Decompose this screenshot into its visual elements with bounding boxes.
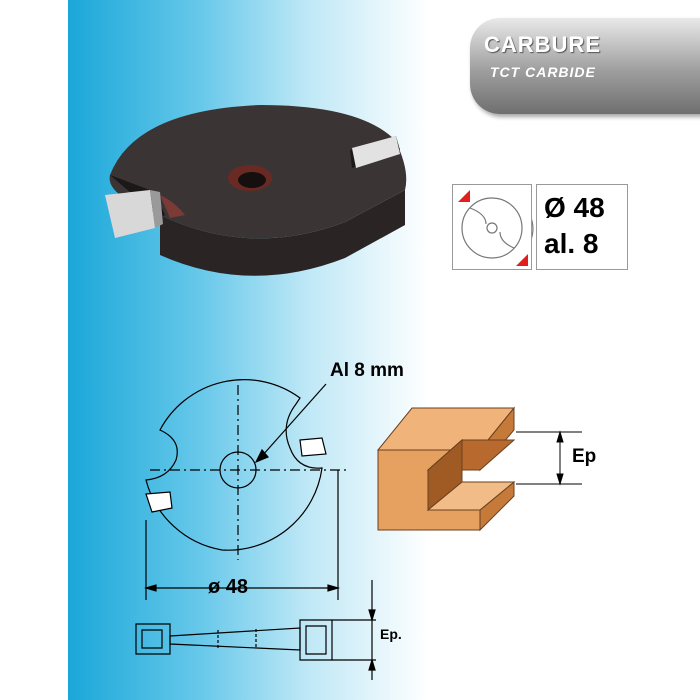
carbide-badge (470, 18, 700, 114)
spec-diameter: Ø 48 (544, 192, 605, 223)
cutter-photo (105, 105, 407, 276)
spec-bore: al. 8 (544, 228, 599, 259)
thickness-label: Ep (572, 446, 597, 467)
groove-profile-block (376, 406, 582, 532)
cutter-side-view (135, 580, 376, 680)
badge-subtitle: TCT CARBIDE (490, 64, 596, 80)
side-thickness-label: Ep. (380, 626, 402, 642)
carbide-tip-right (352, 136, 400, 168)
bore-label: Al 8 mm (330, 360, 404, 381)
badge-title: CARBURE (484, 32, 601, 57)
spec-icon-frame (452, 184, 532, 270)
carbide-tip-left (105, 190, 155, 238)
spec-box (536, 184, 628, 270)
diameter-label: ø 48 (208, 576, 249, 598)
cutter-front-view (143, 379, 348, 600)
background-gradient (68, 0, 668, 700)
